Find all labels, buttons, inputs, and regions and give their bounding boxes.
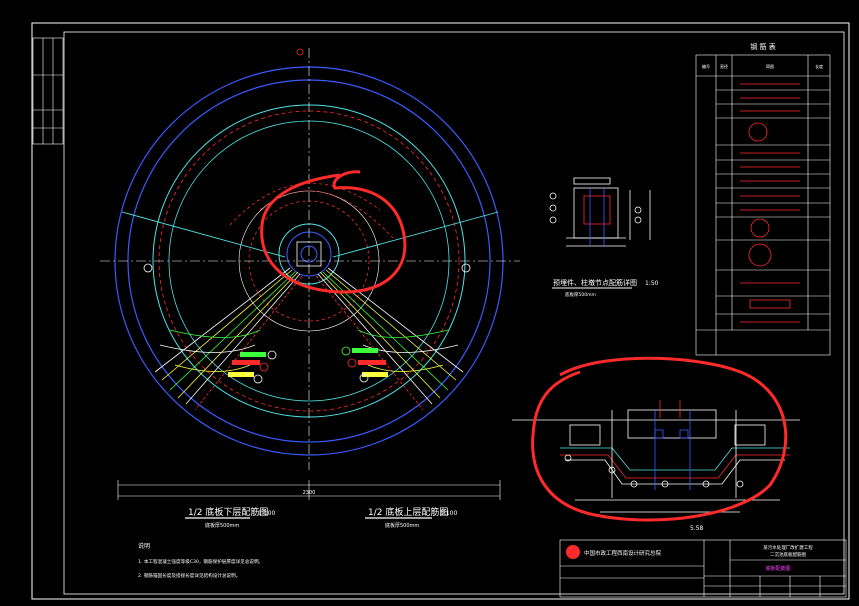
rebar-header-no: 编号 [702, 63, 710, 69]
red-highlight-center [260, 170, 407, 294]
callouts-right [341, 346, 388, 383]
rebar-header-dia: 直径 [720, 63, 728, 69]
plan-right-scale: 1:100 [440, 510, 457, 517]
section-dim-text: 5.58 [690, 525, 704, 532]
plan-left-sub: 底板厚500mm [205, 522, 239, 529]
project-line-2: 二沉池底板配筋图 [770, 551, 806, 558]
plan-left-scale: 1:100 [258, 510, 275, 517]
rebar-header-shape: 简图 [766, 63, 774, 69]
company-logo [566, 545, 580, 559]
plan-right-sub: 底板厚500mm [385, 522, 419, 529]
plan-right-title: 1/2 底板上层配筋图 [368, 506, 448, 518]
rebar-table [695, 54, 831, 356]
rebar-fan-left [154, 267, 303, 411]
note-2: 2. 钢筋锚固长度及搭接长度详见结构设计总说明。 [138, 572, 240, 579]
plan-left-title: 1/2 底板下层配筋图 [188, 506, 268, 518]
drawing-name: 底板配筋图 [765, 565, 790, 572]
company-name: 中国市政工程西南设计研究总院 [584, 549, 662, 557]
binding-strip [32, 37, 64, 145]
radial-cyan-left [121, 211, 286, 258]
rebar-header-len: 长度 [815, 63, 823, 69]
rebar-table-title: 钢 筋 表 [750, 42, 775, 51]
detail-title: 预埋件、柱墩节点配筋详图 [553, 278, 637, 287]
plan-dimension [117, 480, 501, 500]
note-1: 1. 本工程混凝土强度等级C30，钢筋保护层厚度详见总说明。 [138, 558, 263, 565]
rebar-shapes [740, 83, 800, 323]
title-block [559, 539, 847, 598]
overall-dim-text: 2300 [303, 490, 316, 496]
red-arc-detail-2 [259, 190, 396, 241]
callouts-left [228, 350, 277, 384]
section-detail [512, 400, 800, 513]
detail-column-pier [549, 177, 651, 247]
drawing-frame-inner [63, 31, 845, 595]
axis-marker-right [461, 263, 471, 273]
circular-plan [100, 48, 520, 470]
detail-scale: 1:50 [645, 280, 659, 287]
project-line-1: 某污水处理厂改扩建工程 [763, 544, 813, 551]
notes-title: 说明 [138, 542, 150, 550]
drawing-frame-outer [31, 22, 850, 600]
axis-marker-top [296, 48, 304, 56]
axis-marker-left [143, 263, 153, 273]
radial-cyan-right [332, 211, 499, 258]
detail-sub: 底板厚500mm [565, 291, 596, 298]
red-highlight-section [531, 356, 788, 522]
rebar-fan-right [315, 267, 464, 411]
